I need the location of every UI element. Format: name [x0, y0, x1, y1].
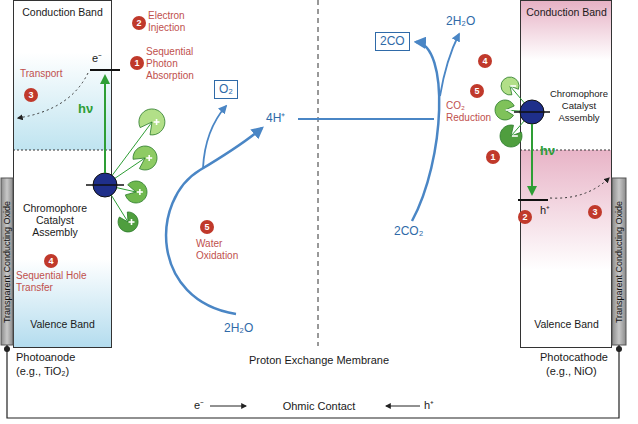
text-label: (e.g., NiO)	[546, 365, 597, 378]
callout-number: 1	[130, 56, 144, 70]
tco-bar: Transparent Conducting Oxide	[612, 178, 626, 345]
band-label: Valence Band	[523, 318, 610, 330]
band-label: Conduction Band	[15, 6, 110, 18]
node-text: Transparent Conducting Oxide	[2, 200, 12, 322]
callout-number: 3	[24, 88, 38, 102]
text-label: h⁺	[540, 204, 550, 217]
text-label: Ohmic Contact	[281, 400, 358, 413]
text-label: h⁺	[424, 399, 434, 412]
node-text: Transparent Conducting Oxide	[614, 200, 624, 322]
text-label: e⁻	[194, 399, 204, 412]
step-label: Electron Injection	[148, 10, 200, 34]
product-box: 2CO	[375, 32, 410, 51]
step-label: Water Oxidation	[196, 238, 251, 262]
product-box: O₂	[214, 80, 238, 99]
callout-number: 2	[132, 16, 146, 30]
node-text: Chromophore Catalyst Assembly	[548, 88, 610, 124]
callout-number: 5	[470, 84, 484, 98]
node-text: Conduction Band	[523, 6, 610, 18]
step-label: Sequential Hole Transfer	[16, 270, 106, 294]
callout-number: 3	[588, 205, 602, 219]
step-label: Sequential Photon Absorption	[146, 46, 204, 82]
photon-label: hν	[78, 102, 93, 116]
callout-number: 1	[486, 150, 500, 164]
node-text: 2CO	[380, 34, 405, 49]
text-label: (e.g., TiO₂)	[16, 365, 69, 378]
tco-bar: Transparent Conducting Oxide	[1, 178, 13, 345]
species-label: 2CO₂	[394, 224, 423, 238]
node-text: Valence Band	[523, 318, 610, 330]
node-text: Chromophore Catalyst Assembly	[15, 202, 95, 238]
callout-number: 5	[200, 220, 214, 234]
callout-number: 2	[518, 210, 532, 224]
species-label: 4H⁺	[266, 111, 285, 125]
text-label: Photocathode	[540, 351, 608, 364]
text-label: Photoanode	[16, 351, 75, 364]
photon-label: hν	[540, 144, 555, 158]
node-text: Conduction Band	[15, 6, 110, 18]
step-label: CO₂ Reduction	[446, 100, 492, 124]
assembly-label: Chromophore Catalyst Assembly	[548, 88, 610, 124]
node-text: O₂	[219, 82, 233, 97]
text-label: Proton Exchange Membrane	[247, 354, 391, 367]
node-text: Valence Band	[15, 318, 110, 330]
step-label: Transport	[20, 68, 62, 80]
species-label: 2H₂O	[446, 14, 475, 28]
callout-number: 4	[478, 54, 492, 68]
band-label: Valence Band	[15, 318, 110, 330]
assembly-label: Chromophore Catalyst Assembly	[15, 202, 95, 238]
text-label: e⁻	[92, 52, 102, 65]
band-label: Conduction Band	[523, 6, 610, 18]
species-label: 2H₂O	[224, 321, 253, 335]
callout-number: 4	[44, 254, 58, 268]
